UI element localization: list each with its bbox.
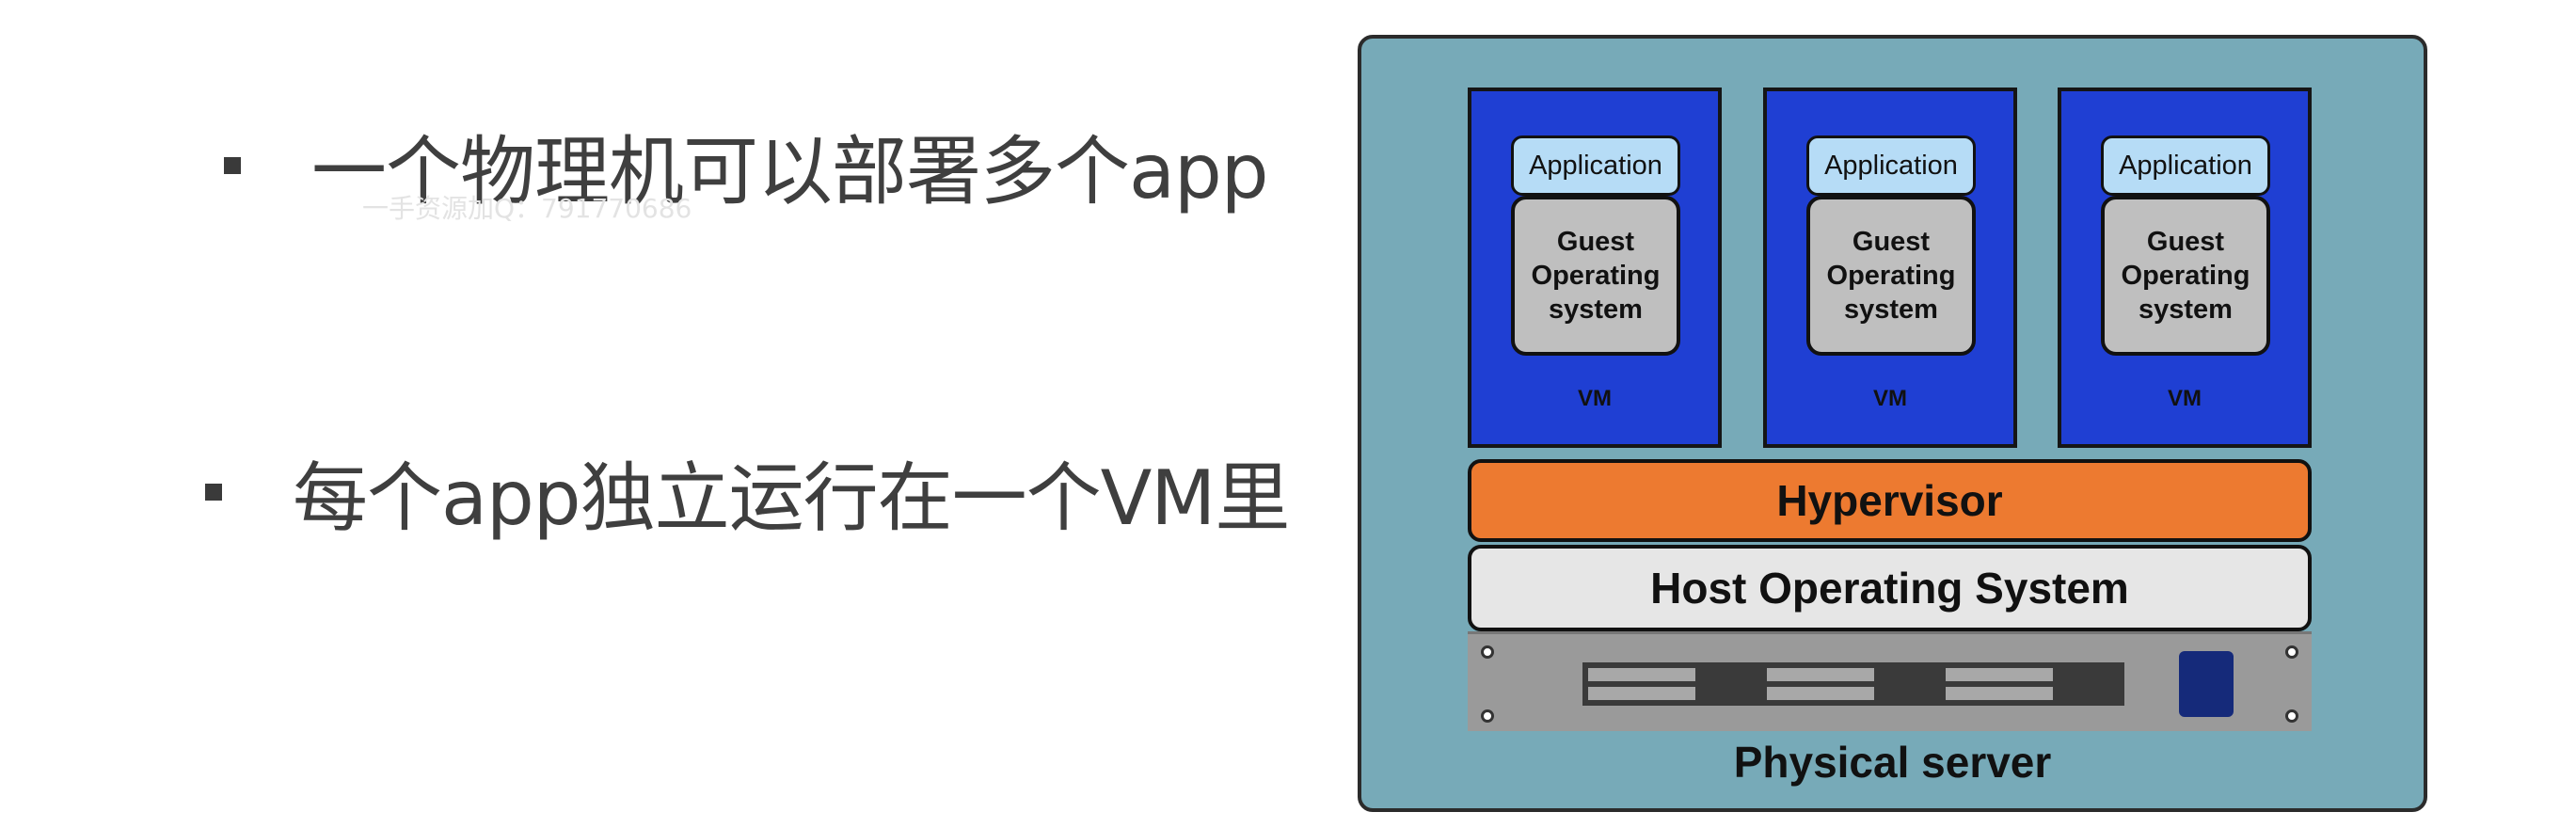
guest-os-line: Operating bbox=[1826, 261, 1956, 291]
host-os-layer: Host Operating System bbox=[1468, 545, 2312, 631]
bullet-marker bbox=[205, 484, 222, 501]
screw-icon bbox=[2285, 709, 2298, 723]
vm-box: Application Guest Operating system VM bbox=[1468, 88, 1722, 448]
drive-bay-icon bbox=[1582, 662, 1767, 706]
application-box: Application bbox=[1806, 135, 1976, 196]
vm-label: VM bbox=[2168, 386, 2202, 411]
guest-os-line: Guest bbox=[2146, 227, 2225, 257]
bullet-item: 每个app独立运行在一个VM里 bbox=[205, 438, 1290, 547]
screw-icon bbox=[2285, 645, 2298, 659]
guest-os-line: Operating bbox=[1531, 261, 1661, 291]
guest-os-box: Guest Operating system bbox=[1806, 196, 1976, 356]
application-box: Application bbox=[2101, 135, 2270, 196]
bullet-text: 一个物理机可以部署多个app bbox=[311, 128, 1269, 215]
vm-label: VM bbox=[1873, 386, 1907, 411]
physical-server-label: Physical server bbox=[1733, 738, 2052, 787]
guest-os-box: Guest Operating system bbox=[1511, 196, 1680, 356]
power-module-icon bbox=[2179, 651, 2234, 717]
guest-os-line: system bbox=[1844, 295, 1938, 325]
bullet-text: 每个app独立运行在一个VM里 bbox=[293, 454, 1290, 542]
server-rack-hardware bbox=[1468, 631, 2312, 731]
guest-os-box: Guest Operating system bbox=[2101, 196, 2270, 356]
guest-os-line: Guest bbox=[1556, 227, 1635, 257]
bullet-marker bbox=[224, 157, 241, 174]
hypervisor-layer: Hypervisor bbox=[1468, 459, 2312, 542]
physical-server-box: Application Guest Operating system VM Ap… bbox=[1358, 35, 2427, 812]
screw-icon bbox=[1481, 645, 1494, 659]
bullet-item: 一个物理机可以部署多个app bbox=[224, 111, 1269, 220]
drive-bay-icon bbox=[1761, 662, 1946, 706]
application-box: Application bbox=[1511, 135, 1680, 196]
vm-box: Application Guest Operating system VM bbox=[1763, 88, 2017, 448]
screw-icon bbox=[1481, 709, 1494, 723]
vm-box: Application Guest Operating system VM bbox=[2058, 88, 2312, 448]
guest-os-line: system bbox=[1549, 295, 1643, 325]
guest-os-line: Guest bbox=[1852, 227, 1931, 257]
guest-os-line: Operating bbox=[2121, 261, 2250, 291]
watermark: 一手资源加Q：791770686 bbox=[362, 193, 692, 224]
vm-label: VM bbox=[1578, 386, 1612, 411]
guest-os-line: system bbox=[2139, 295, 2233, 325]
drive-bay-icon bbox=[1940, 662, 2124, 706]
